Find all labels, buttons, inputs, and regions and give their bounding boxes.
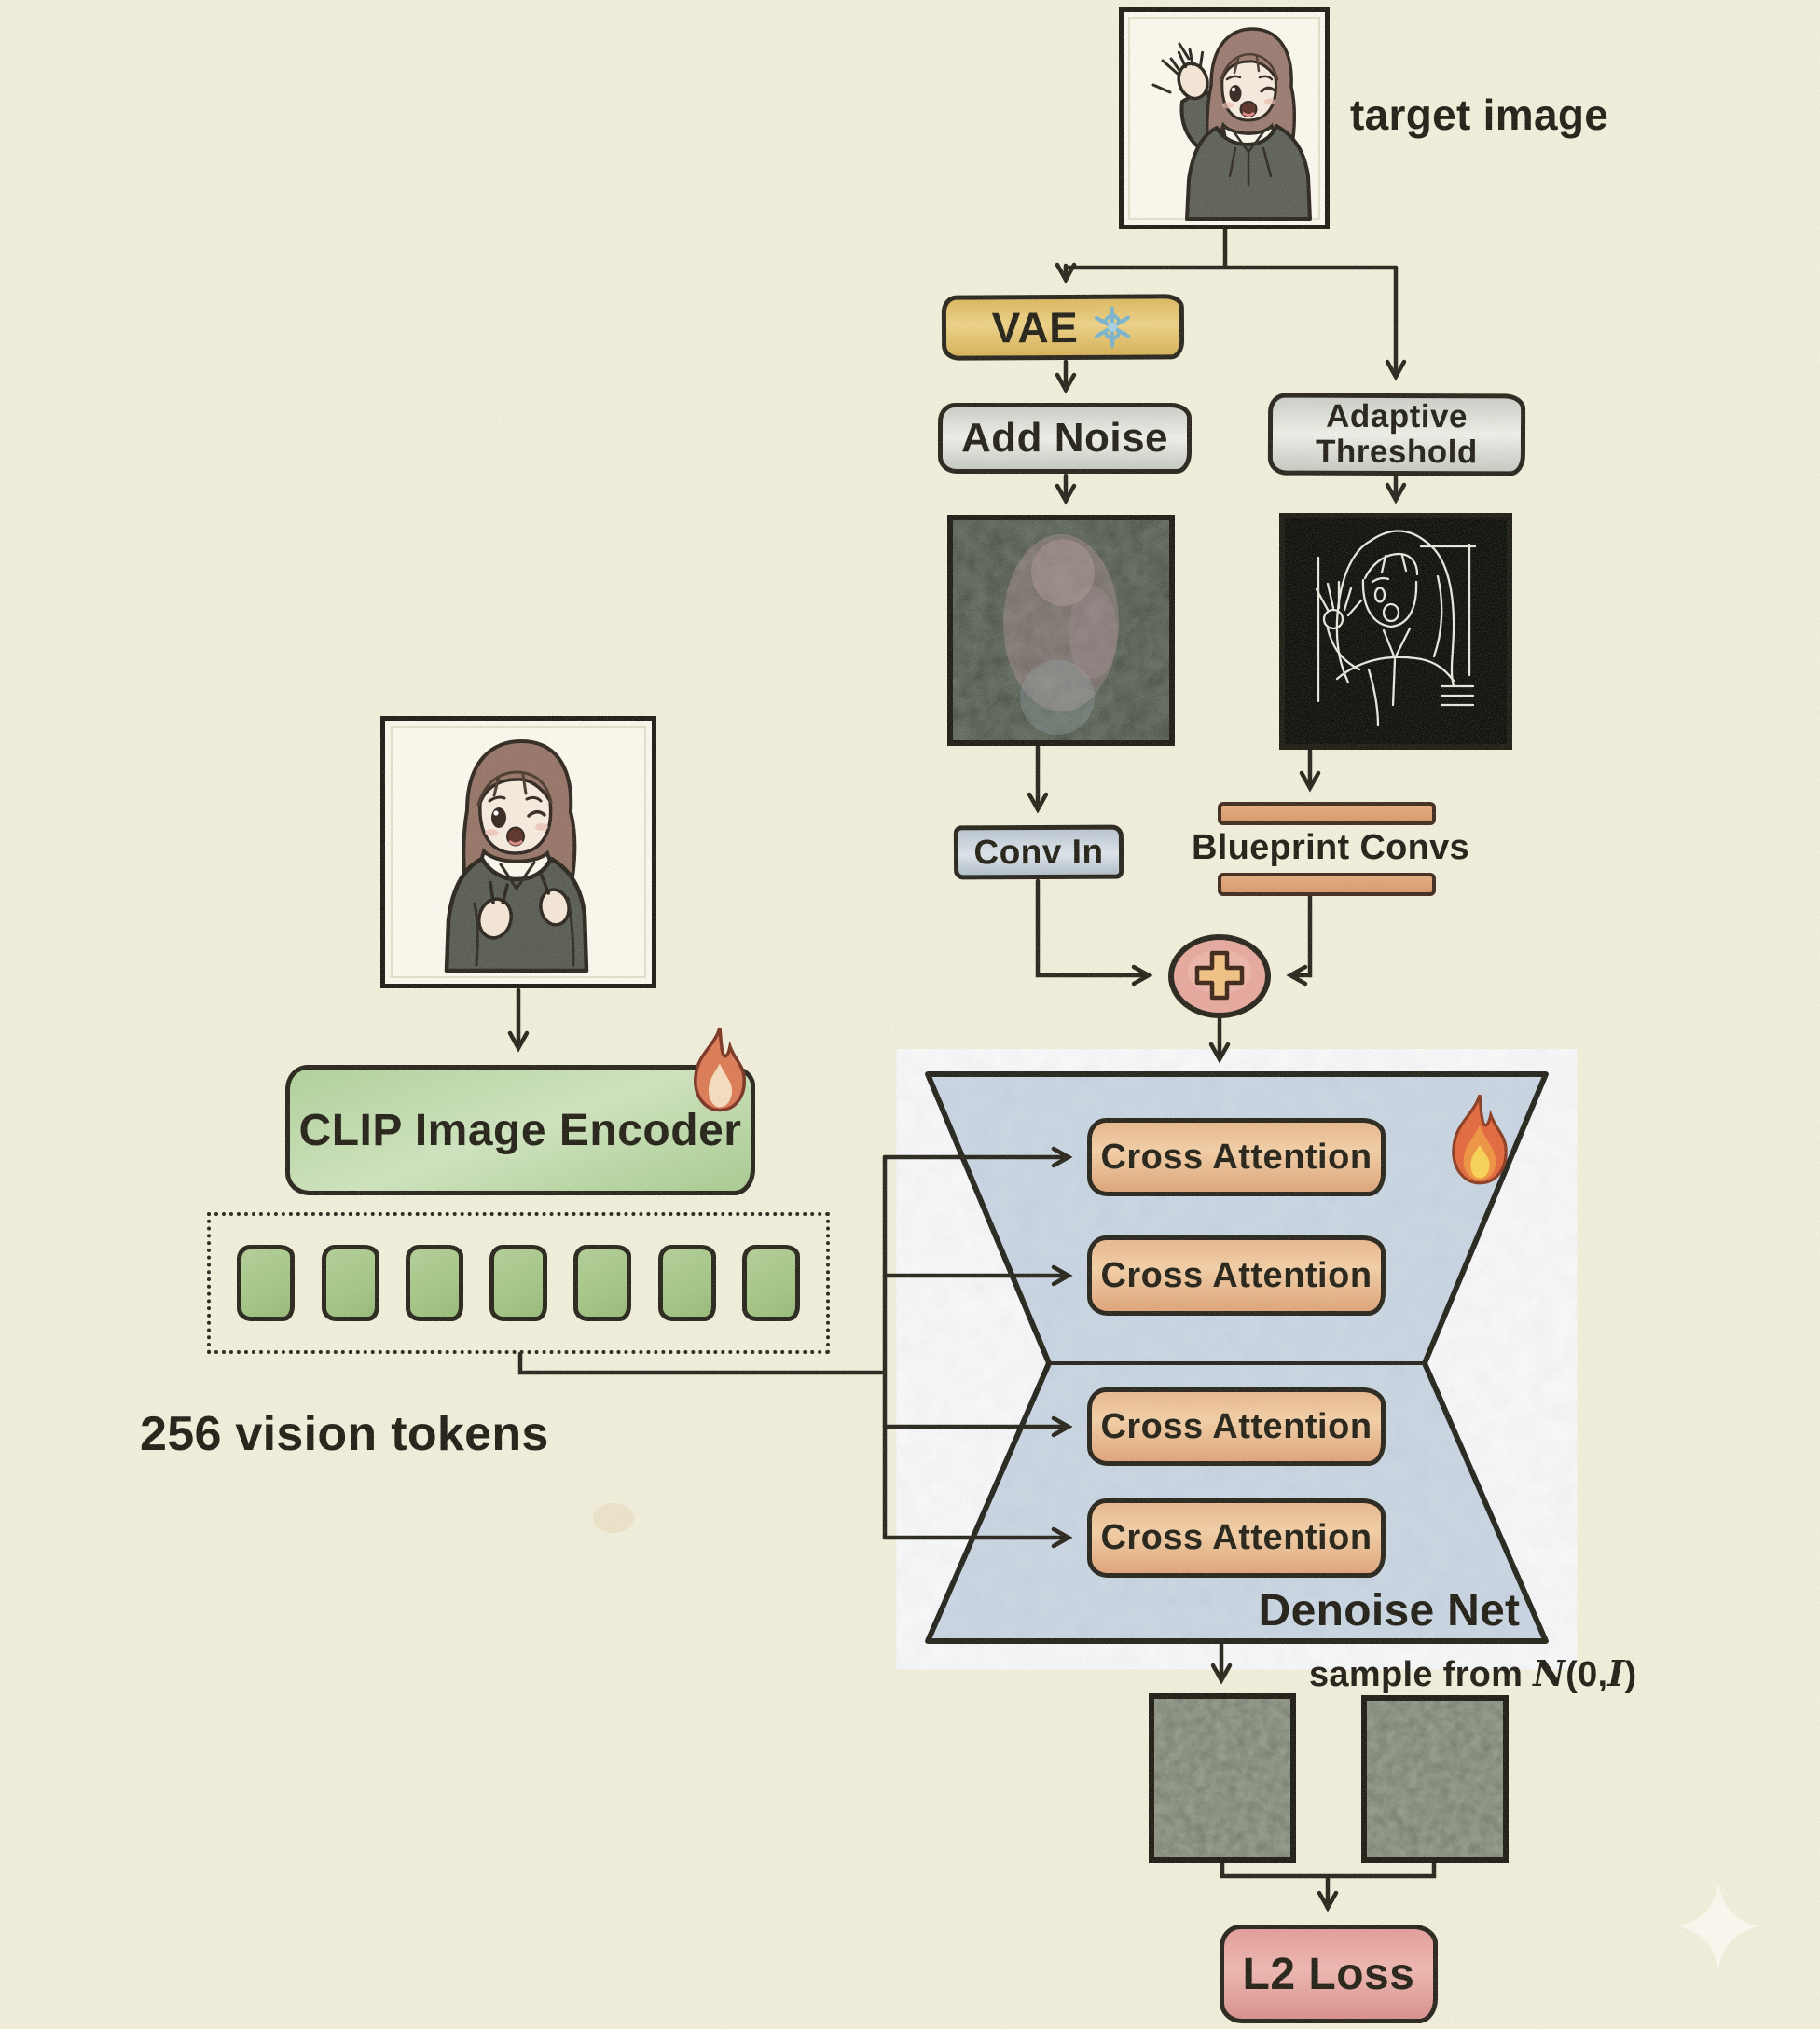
conv-in-box: Conv In (953, 824, 1124, 880)
latent-noise-texture (953, 520, 1169, 740)
edge-line-art (1285, 518, 1507, 744)
paper-smudge (593, 1503, 634, 1533)
cross-attention-label: Cross Attention (1100, 1255, 1372, 1295)
vision-token (573, 1245, 632, 1321)
adaptive-threshold-label: Adaptive Threshold (1316, 397, 1478, 471)
target-image (1119, 7, 1330, 229)
cross-attention-label: Cross Attention (1100, 1137, 1372, 1177)
blueprint-conv-bar-bottom (1218, 873, 1436, 896)
vision-token (237, 1245, 296, 1321)
cross-attention-block-1: Cross Attention (1087, 1118, 1386, 1196)
vision-token (489, 1245, 547, 1321)
adaptive-threshold-box: Adaptive Threshold (1267, 393, 1526, 476)
vision-token (321, 1245, 379, 1321)
edge-map-image (1279, 513, 1512, 750)
fire-icon (1452, 1094, 1508, 1185)
wire-tokens-to-trunk (517, 1351, 888, 1375)
wire-convin-to-plus (1035, 878, 1153, 987)
snowflake-icon (1095, 306, 1131, 348)
vision-token (405, 1245, 463, 1321)
plus-icon (1168, 934, 1271, 1018)
cross-attention-label: Cross Attention (1100, 1406, 1372, 1446)
add-noise-box: Add Noise (938, 403, 1192, 474)
l2-loss-box: L2 Loss (1220, 1925, 1438, 2023)
noise-texture (1367, 1701, 1503, 1857)
l2-loss-label: L2 Loss (1242, 1949, 1415, 1999)
cross-attention-block-4: Cross Attention (1087, 1498, 1386, 1578)
cross-attention-block-3: Cross Attention (1087, 1387, 1386, 1466)
predicted-noise-image (1149, 1693, 1296, 1863)
fire-icon (694, 1027, 746, 1112)
denoise-net-label: Denoise Net (1258, 1586, 1521, 1636)
sparkle-diamond-icon (1679, 1884, 1758, 1969)
sample-distribution-label: sample from N(0,I) (1309, 1652, 1637, 1694)
target-image-label: target image (1350, 90, 1609, 139)
cross-attention-block-2: Cross Attention (1087, 1235, 1386, 1316)
clip-encoder-label: CLIP Image Encoder (298, 1105, 742, 1155)
noisy-latent-image (947, 515, 1175, 746)
vae-label: VAE (991, 302, 1079, 352)
sampled-noise-image (1361, 1695, 1509, 1863)
vae-box: VAE (941, 294, 1185, 361)
cross-attention-label: Cross Attention (1100, 1518, 1372, 1557)
clip-image-encoder-box: CLIP Image Encoder (285, 1065, 755, 1195)
wire-blueprint-to-plus (1286, 894, 1313, 987)
girl-waving-illustration (1128, 17, 1320, 221)
vision-tokens-label: 256 vision tokens (140, 1407, 549, 1461)
noise-texture (1154, 1699, 1290, 1857)
girl-winking-illustration (391, 726, 646, 978)
vision-token (741, 1245, 800, 1321)
add-noise-label: Add Noise (960, 415, 1169, 461)
reference-image (380, 716, 656, 988)
wire-to-l2-loss (1220, 1858, 1437, 1908)
conv-in-label: Conv In (973, 832, 1104, 872)
vision-tokens-container (207, 1212, 830, 1354)
wire-target-split (1063, 227, 1399, 270)
blueprint-convs-label: Blueprint Convs (1192, 828, 1469, 867)
vision-token (657, 1245, 716, 1321)
blueprint-conv-bar-top (1218, 802, 1436, 825)
